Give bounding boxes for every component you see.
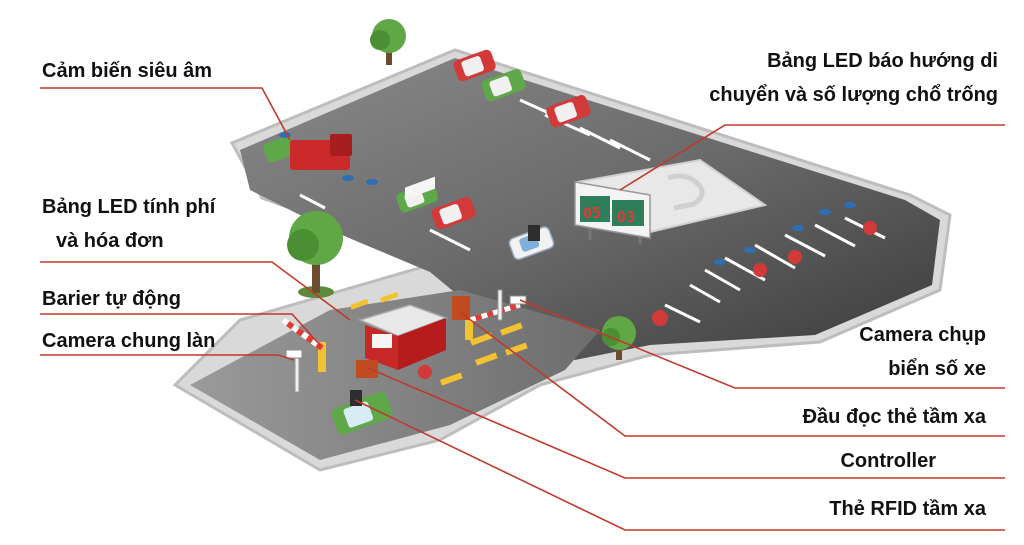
- tree-right: [602, 316, 636, 360]
- ultrasonic-sensors: [279, 132, 856, 265]
- leader-plate-camera: [519, 299, 1005, 389]
- label-long-range-reader: Đầu đọc thẻ tầm xa: [802, 406, 986, 428]
- label-rfid-tag: Thẻ RFID tầm xa: [829, 498, 986, 520]
- label-auto-barrier: Barier tự động: [42, 288, 181, 310]
- label-plate-camera-line2: biển số xe: [888, 358, 986, 380]
- label-plate-camera: Camera chụp biển số xe: [859, 318, 986, 386]
- leader-led-direction: [619, 124, 1005, 191]
- cameras: [285, 225, 540, 406]
- leader-reader: [459, 311, 1005, 437]
- leader-led-fee: [40, 261, 351, 321]
- parked-cars: [263, 49, 877, 435]
- label-led-fee-line1: Bảng LED tính phí: [42, 196, 216, 218]
- label-controller: Controller: [840, 450, 936, 472]
- label-led-fee: Bảng LED tính phí và hóa đơn: [42, 190, 215, 258]
- auto-barrier: [281, 296, 521, 372]
- led-direction-sign: 05 03: [574, 181, 651, 244]
- leader-controller: [367, 367, 1005, 479]
- leader-lines: [40, 87, 1005, 531]
- led-count-left: 05: [583, 204, 601, 222]
- lane-markings: [350, 291, 528, 386]
- tree-left: [287, 211, 343, 298]
- label-plate-camera-line1: Camera chụp: [859, 324, 986, 346]
- leader-ultrasonic: [40, 87, 291, 141]
- label-ultrasonic-sensor: Cảm biến siêu âm: [42, 60, 213, 82]
- label-led-direction-line2: chuyển và số lượng chổ trống: [709, 84, 998, 106]
- led-count-right: 03: [617, 208, 635, 226]
- label-led-fee-line2: và hóa đơn: [56, 230, 164, 252]
- leader-lane-camera: [40, 354, 295, 361]
- label-led-direction: Bảng LED báo hướng di chuyển và số lượng…: [709, 44, 998, 112]
- leader-barrier: [40, 313, 321, 346]
- tree-top: [370, 19, 406, 65]
- parking-stall-lines: [299, 98, 886, 324]
- label-led-direction-line1: Bảng LED báo hướng di: [767, 50, 998, 72]
- label-lane-camera: Camera chung làn: [42, 330, 216, 352]
- leader-rfid: [354, 399, 1005, 531]
- toll-booth: [356, 176, 449, 378]
